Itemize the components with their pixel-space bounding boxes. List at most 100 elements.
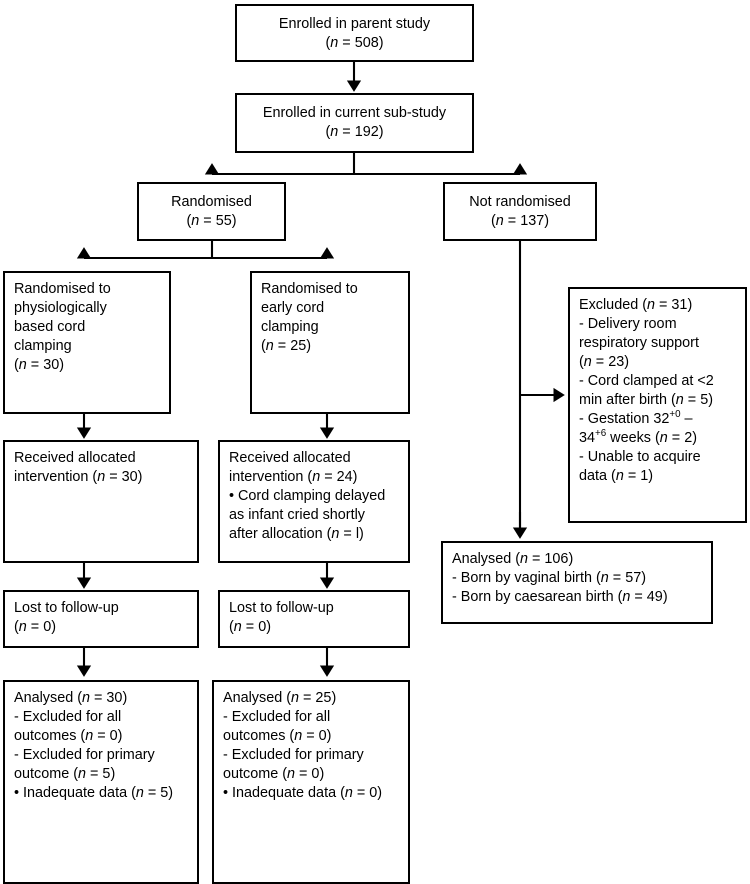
n-variable: n xyxy=(78,766,87,783)
node-text-line: Enrolled in current sub-study xyxy=(262,105,447,121)
n-variable: n xyxy=(331,526,340,543)
node-randomised-to-early-cord-clamping: Randomised to early cord clamping (n = 25) xyxy=(250,271,410,414)
node-text: Analysed (n = 30) - Excluded for all outco… xyxy=(5,682,197,809)
node-text-line: (n = 137) xyxy=(490,213,550,230)
node-text-line: 34+6 weeks (n = 2) xyxy=(579,428,697,447)
n-variable: n xyxy=(647,297,656,313)
node-text-line: • Cord clamping delayed xyxy=(229,488,386,505)
node-text-line: Randomised to xyxy=(14,281,111,297)
n-variable: n xyxy=(82,690,91,706)
node-text-line: physiologically xyxy=(14,300,107,317)
node-text-line: Received allocated xyxy=(229,450,351,466)
node-analysed-not-randomised: Analysed (n = 106)- Born by vaginal birt… xyxy=(441,541,713,624)
node-text-line: (n = 30) xyxy=(14,357,65,374)
node-text-line: - Excluded for all xyxy=(223,709,331,726)
node-excluded-not-randomised: Excluded (n = 31) - Delivery room respirat… xyxy=(568,287,747,523)
node-text: Received allocated intervention (n = 24) •… xyxy=(220,442,408,550)
node-text-line: outcomes (n = 0) xyxy=(223,728,332,745)
node-text-line: (n = 0) xyxy=(14,619,57,636)
node-text-line: - Born by caesarean birth (n = 49) xyxy=(452,589,668,606)
n-variable: n xyxy=(583,354,592,371)
node-text-line: as infant cried shortly xyxy=(229,507,365,524)
node-text-line: respiratory support xyxy=(579,335,699,352)
node-text-line: early cord xyxy=(261,300,325,317)
n-variable: n xyxy=(265,338,274,355)
n-variable: n xyxy=(312,469,321,486)
node-enrolled-in-parent-study: Enrolled in parent study (n = 508) xyxy=(235,4,474,62)
node-text-line: - Born by vaginal birth (n = 57) xyxy=(452,570,647,587)
node-text-line: intervention (n = 30) xyxy=(14,469,143,486)
node-text-line: • Inadequate data (n = 0) xyxy=(223,785,383,802)
node-text: Randomised (n = 55) xyxy=(139,184,284,239)
n-variable: n xyxy=(97,469,106,486)
n-variable: n xyxy=(659,430,668,447)
n-variable: n xyxy=(330,35,339,52)
node-text-line: clamping xyxy=(14,338,72,355)
node-text: Lost to follow-up (n = 0) xyxy=(220,592,408,643)
node-text-line: (n = 508) xyxy=(325,35,384,52)
n-variable: n xyxy=(520,551,529,567)
n-variable: n xyxy=(675,392,684,409)
node-not-randomised: Not randomised (n = 137) xyxy=(443,182,597,241)
n-variable: n xyxy=(615,468,624,485)
node-lost-to-follow-up-pbcc: Lost to follow-up(n = 0) xyxy=(3,590,199,648)
node-text-line: - Delivery room xyxy=(579,316,677,333)
node-text-line: Not randomised xyxy=(469,194,571,210)
node-text-line: clamping xyxy=(261,319,319,336)
n-variable: n xyxy=(233,619,242,636)
node-text-line: outcome (n = 5) xyxy=(14,766,116,783)
n-variable: n xyxy=(291,690,300,706)
n-variable: n xyxy=(294,728,303,745)
node-text-line: (n = 25) xyxy=(261,338,312,355)
node-received-allocated-intervention-pbcc: Received allocated intervention (n = 30) xyxy=(3,440,199,563)
node-text-line: after allocation (n = l) xyxy=(229,526,364,543)
node-text-line: Received allocated xyxy=(14,450,136,466)
node-text-line: Analysed (n = 25) xyxy=(223,690,337,706)
node-analysed-pbcc: Analysed (n = 30) - Excluded for all outco… xyxy=(3,680,199,884)
node-text-line: intervention (n = 24) xyxy=(229,469,358,486)
node-text-line: Analysed (n = 30) xyxy=(14,690,128,706)
node-text-line: Excluded (n = 31) xyxy=(579,297,693,313)
n-variable: n xyxy=(600,570,609,587)
n-variable: n xyxy=(622,589,631,606)
n-variable: n xyxy=(330,124,339,141)
superscript: +0 xyxy=(669,409,681,421)
node-text-line: - Cord clamped at <2 xyxy=(579,373,714,390)
node-text-line: - Unable to acquire xyxy=(579,449,701,466)
n-variable: n xyxy=(344,785,353,802)
node-text-line: data (n = 1) xyxy=(579,468,654,485)
node-text: Excluded (n = 31) - Delivery room respirat… xyxy=(570,289,745,492)
node-text: Received allocated intervention (n = 30) xyxy=(5,442,197,493)
node-randomised: Randomised (n = 55) xyxy=(137,182,286,241)
node-text-line: (n = 192) xyxy=(325,124,384,141)
node-text-line: - Excluded for primary xyxy=(223,747,364,764)
node-lost-to-follow-up-ecc: Lost to follow-up (n = 0) xyxy=(218,590,410,648)
node-text-line: (n = 0) xyxy=(229,619,272,636)
node-text-line: - Gestation 32+0 – xyxy=(579,409,693,428)
node-text-line: • Inadequate data (n = 5) xyxy=(14,785,174,802)
superscript: +6 xyxy=(595,428,607,440)
n-variable: n xyxy=(495,213,504,230)
node-text: Lost to follow-up(n = 0) xyxy=(5,592,197,643)
n-variable: n xyxy=(18,357,27,374)
node-text: Enrolled in current sub-study (n = 192) xyxy=(237,95,472,150)
node-text-line: Randomised to xyxy=(261,281,358,297)
node-text-line: outcomes (n = 0) xyxy=(14,728,123,745)
node-text-line: Enrolled in parent study xyxy=(278,16,431,32)
node-text-line: - Excluded for all xyxy=(14,709,122,726)
node-text: Analysed (n = 106)- Born by vaginal birt… xyxy=(443,543,711,613)
n-variable: n xyxy=(18,619,27,636)
node-text-line: Lost to follow-up xyxy=(229,600,334,616)
node-text-line: (n = 23) xyxy=(579,354,630,371)
node-text-line: (n = 55) xyxy=(186,213,237,230)
node-text-line: Randomised xyxy=(171,194,252,210)
node-text-line: min after birth (n = 5) xyxy=(579,392,713,409)
node-text: Analysed (n = 25) - Excluded for all outco… xyxy=(214,682,408,809)
node-received-allocated-intervention-ecc: Received allocated intervention (n = 24) •… xyxy=(218,440,410,563)
n-variable: n xyxy=(85,728,94,745)
node-enrolled-in-current-sub-study: Enrolled in current sub-study (n = 192) xyxy=(235,93,474,153)
node-text: Randomised to early cord clamping (n = 25) xyxy=(252,273,408,362)
